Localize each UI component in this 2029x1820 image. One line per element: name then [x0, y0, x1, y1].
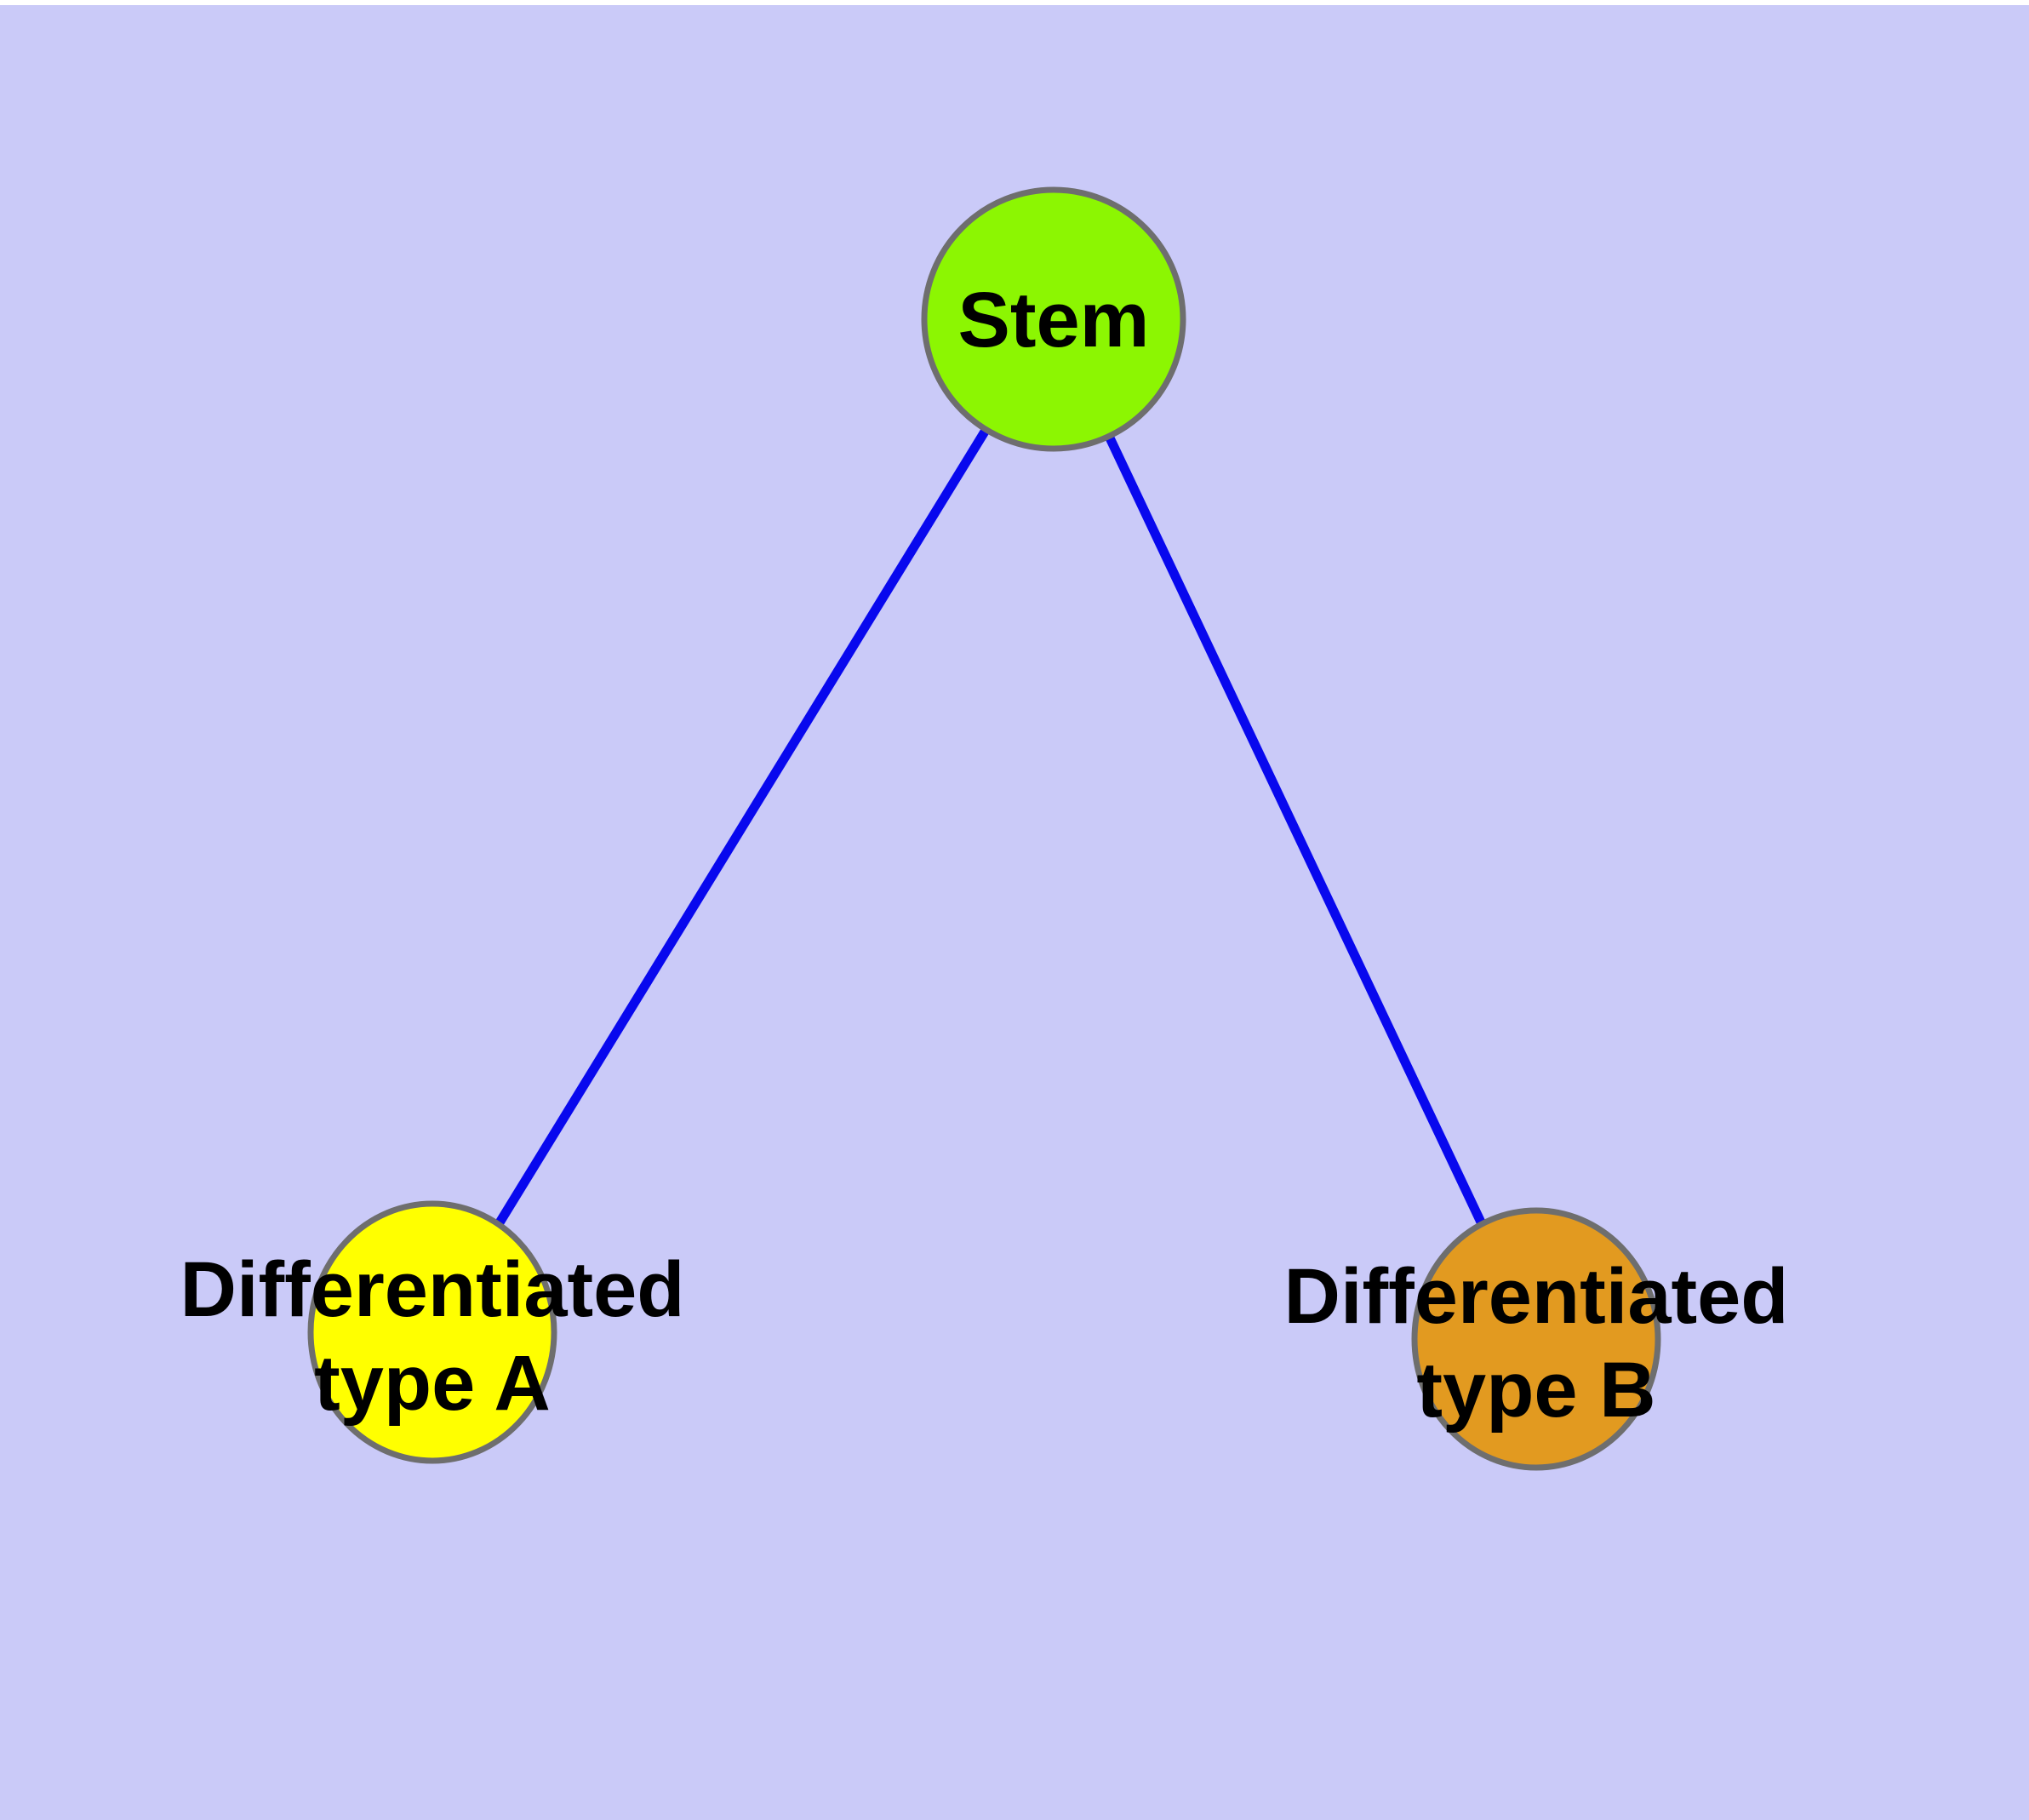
node-type-a-label-line2: type A [314, 1340, 551, 1427]
node-type-a-label-line1: Differentiated [180, 1246, 685, 1333]
node-differentiated-type-b: Differentiated type B [1284, 1207, 1789, 1471]
top-margin-strip [0, 0, 2029, 5]
edge-group [428, 317, 1540, 1342]
node-type-b-label-line2: type B [1416, 1347, 1655, 1434]
node-stem: Stem [921, 186, 1186, 452]
edge-stem-to-type-a [428, 317, 1058, 1335]
node-differentiated-type-a: Differentiated type A [180, 1200, 685, 1464]
node-stem-label: Stem [958, 277, 1150, 363]
node-type-a-ellipse [307, 1200, 557, 1464]
node-type-b-ellipse [1411, 1207, 1661, 1471]
node-stem-circle [921, 186, 1186, 452]
edge-stem-to-type-b [1049, 317, 1540, 1342]
node-type-b-label-line1: Differentiated [1284, 1253, 1789, 1340]
